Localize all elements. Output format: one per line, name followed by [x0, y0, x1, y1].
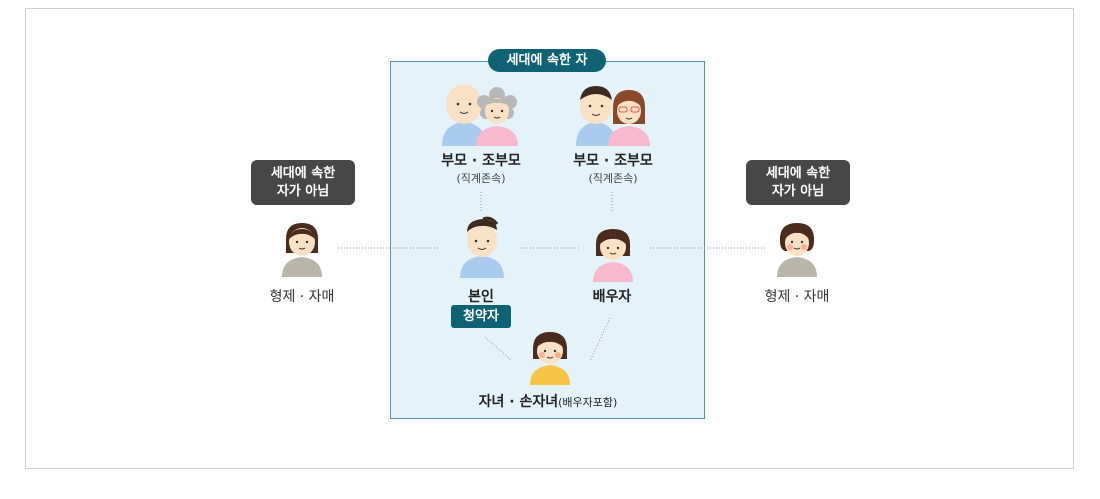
parents-figure-icon	[576, 86, 650, 146]
spouse-figure-icon	[593, 229, 633, 282]
applicant-tag: 청약자	[451, 305, 511, 328]
self-figure-icon	[460, 216, 504, 278]
not-household-tag-left: 세대에 속한 자가 아님	[251, 160, 355, 205]
parents-left-sub: (직계존속)	[456, 172, 506, 185]
not-household-tag-right: 세대에 속한 자가 아님	[746, 160, 850, 205]
sibling-left-label: 형제 · 자매	[269, 289, 335, 305]
grandparents-figure-icon	[442, 84, 518, 146]
children-label: 자녀 · 손자녀(배우자포함)	[458, 391, 638, 411]
child-figure-icon	[530, 332, 570, 385]
parents-left-label: 부모 · 조부모	[441, 153, 521, 169]
connector-spouse-child	[589, 317, 611, 362]
children-sub: (배우자포함)	[558, 396, 618, 409]
self-label: 본인	[468, 289, 494, 305]
diagram-frame	[25, 8, 1074, 469]
children-name: 자녀 · 손자녀	[478, 394, 559, 410]
parents-right-label: 부모 · 조부모	[573, 153, 653, 169]
household-label: 세대에 속한 자	[488, 49, 606, 72]
sibling-right-figure-icon	[777, 223, 817, 277]
connector-self-child	[484, 336, 513, 362]
parents-right-sub: (직계존속)	[588, 172, 638, 185]
spouse-label: 배우자	[592, 289, 632, 305]
sibling-left-figure-icon	[282, 223, 322, 277]
sibling-right-label: 형제 · 자매	[764, 289, 830, 305]
